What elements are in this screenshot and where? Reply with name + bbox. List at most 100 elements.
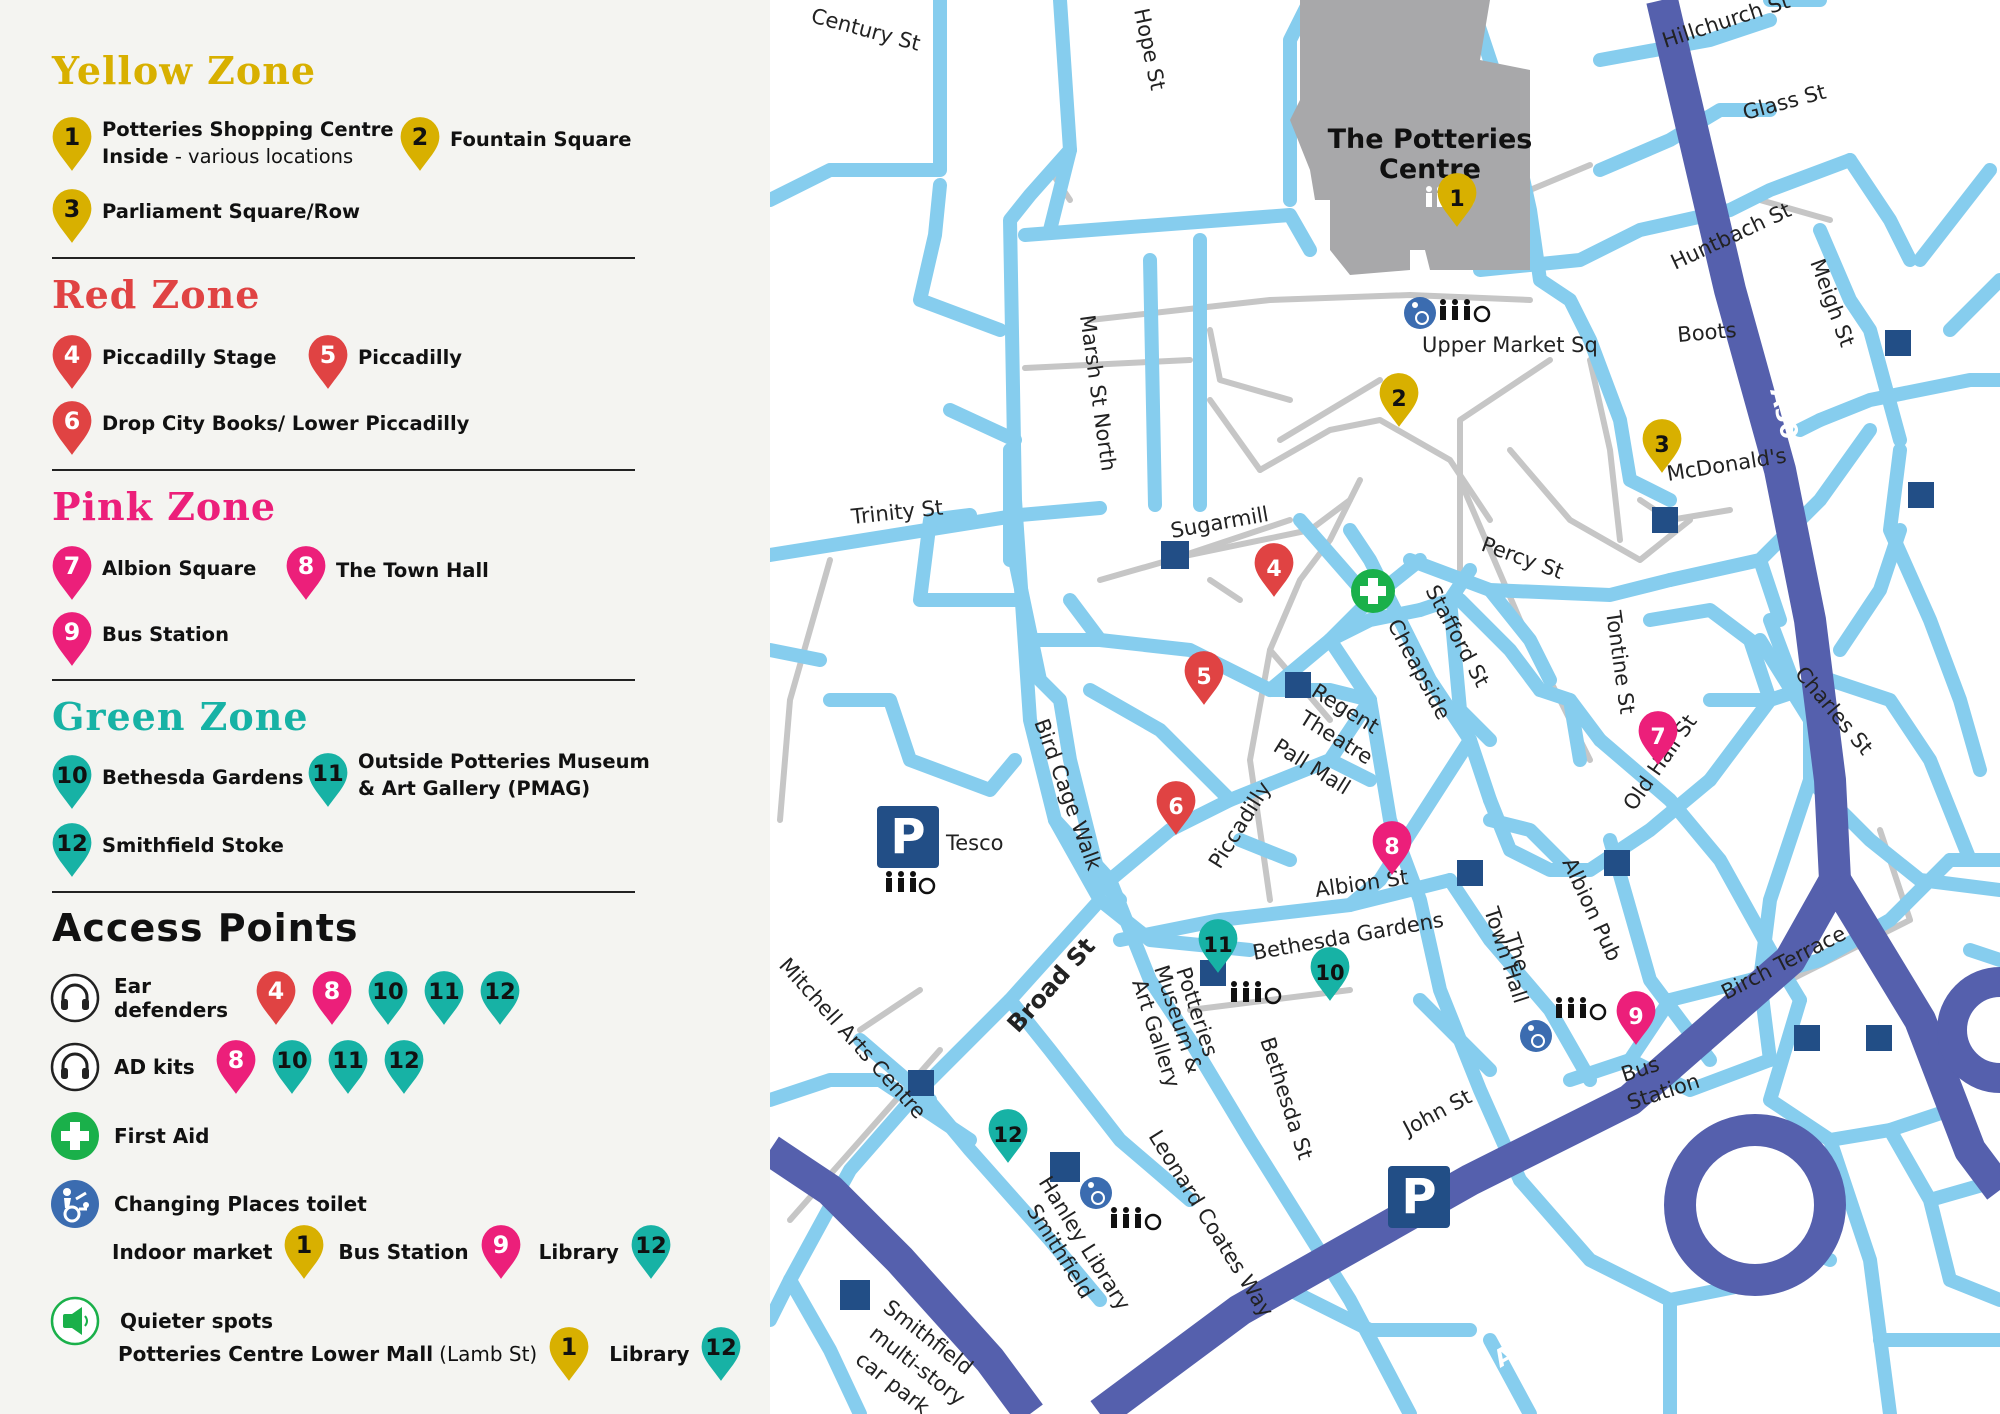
svg-text:12: 12 <box>56 831 87 857</box>
divider <box>52 891 635 893</box>
map-pin-1[interactable]: 1 <box>1437 173 1477 227</box>
parking-tesco: P <box>877 806 939 868</box>
legend-item-8: 8 The Town Hall <box>284 545 489 601</box>
legend-label-outside-pmag-2: & Art Gallery (PMAG) <box>358 777 591 800</box>
svg-text:9: 9 <box>1628 1005 1643 1030</box>
svg-text:P: P <box>890 809 925 865</box>
cp-location-library: Library <box>538 1240 619 1264</box>
changing-places-icon <box>51 1180 99 1228</box>
pin-8-icon: 8 <box>312 971 352 1025</box>
red-zone-title: Red Zone <box>52 272 261 317</box>
map-pin-10[interactable]: 10 <box>1310 947 1350 1001</box>
svg-text:9: 9 <box>492 1231 508 1259</box>
pin-10-icon: 10 <box>368 971 408 1025</box>
pin-4-icon: 4 <box>52 335 92 389</box>
pin-2-icon: 2 <box>400 117 440 171</box>
map-pin-8[interactable]: 8 <box>1372 821 1412 875</box>
divider <box>52 679 635 681</box>
divider <box>52 257 635 259</box>
street-map[interactable]: The Potteries Centre P P <box>770 0 2000 1414</box>
svg-text:5: 5 <box>1196 665 1211 690</box>
legend-label-smithfield-stoke: Smithfield Stoke <box>102 834 284 857</box>
svg-text:5: 5 <box>320 341 336 369</box>
svg-text:1: 1 <box>296 1231 312 1259</box>
legend-item-4: 4 Piccadilly Stage <box>50 334 276 390</box>
svg-text:11: 11 <box>332 1048 363 1074</box>
landmark-squares <box>840 330 1934 1310</box>
svg-text:10: 10 <box>1315 961 1344 985</box>
legend-label-parliament-square: Parliament Square/Row <box>102 200 361 223</box>
map-pin-4[interactable]: 4 <box>1254 543 1294 597</box>
svg-text:12: 12 <box>706 1335 737 1361</box>
svg-text:1: 1 <box>561 1333 577 1361</box>
legend-label-town-hall: The Town Hall <box>336 559 489 582</box>
pin-10-icon: 10 <box>52 755 92 809</box>
legend-label-piccadilly-stage: Piccadilly Stage <box>102 346 277 369</box>
pin-4-icon: 4 <box>256 971 296 1025</box>
access-changing-places: Changing Places toilet <box>50 1179 367 1229</box>
map-pin-5[interactable]: 5 <box>1184 651 1224 705</box>
green-zone-title: Green Zone <box>52 694 309 739</box>
legend-item-7: 7 Albion Square <box>50 545 256 601</box>
svg-text:9: 9 <box>64 618 80 646</box>
map-pin-9[interactable]: 9 <box>1616 991 1656 1045</box>
legend-item-2: 2 Fountain Square <box>398 116 631 172</box>
legend-item-9: 9 Bus Station <box>50 611 229 667</box>
svg-text:8: 8 <box>324 977 340 1005</box>
qs-location-lamb-st: (Lamb St) <box>439 1342 538 1366</box>
svg-text:10: 10 <box>372 979 403 1005</box>
pin-11-icon: 11 <box>424 971 464 1025</box>
legend-label-fountain-square: Fountain Square <box>450 128 632 151</box>
pin-12-icon: 12 <box>52 823 92 877</box>
svg-text:8: 8 <box>228 1046 244 1074</box>
building-name-line1: The Potteries <box>1328 124 1533 155</box>
svg-text:6: 6 <box>1168 795 1183 820</box>
divider <box>52 469 635 471</box>
pink-zone-title: Pink Zone <box>52 484 277 529</box>
svg-text:P: P <box>1401 1169 1436 1225</box>
map-pins: 1 2 3 4 5 6 7 8 9 10 11 12 <box>988 173 1682 1163</box>
map-pin-11[interactable]: 11 <box>1198 919 1238 973</box>
access-points-title: Access Points <box>52 906 359 950</box>
toilet-icon <box>1556 997 1607 1021</box>
access-quieter-spots: Quieter spots <box>50 1296 273 1346</box>
pin-12-icon: 12 <box>702 1327 741 1381</box>
quieter-spots-label: Quieter spots <box>120 1309 274 1333</box>
pin-8-icon: 8 <box>216 1040 256 1094</box>
legend-item-12: 12 Smithfield Stoke <box>50 822 284 878</box>
pin-10-icon: 10 <box>272 1040 312 1094</box>
legend-label-bethesda-gardens: Bethesda Gardens <box>102 766 304 789</box>
legend-item-6: 6 Drop City Books/ Lower Piccadilly <box>50 400 469 456</box>
svg-text:6: 6 <box>64 407 80 435</box>
svg-text:1: 1 <box>64 123 80 151</box>
changing-places-icon <box>1404 297 1436 329</box>
map-pin-2[interactable]: 2 <box>1379 373 1419 427</box>
pin-1-icon: 1 <box>285 1225 324 1279</box>
pin-9-icon: 9 <box>52 612 92 666</box>
svg-text:8: 8 <box>298 552 314 580</box>
map-pin-7[interactable]: 7 <box>1638 711 1678 765</box>
pin-9-icon: 9 <box>481 1225 520 1279</box>
toilet-icon <box>1231 981 1282 1005</box>
map-pin-6[interactable]: 6 <box>1156 781 1196 835</box>
pin-8-icon: 8 <box>286 546 326 600</box>
legend-panel: Yellow Zone 1 Potteries Shopping Centre … <box>0 0 770 1414</box>
toilet-icon <box>1111 1207 1162 1231</box>
map-canvas: The Potteries Centre P P <box>770 0 2000 1414</box>
svg-text:7: 7 <box>1650 725 1665 750</box>
first-aid-cross-icon <box>1351 569 1395 613</box>
legend-label-potteries-centre: Potteries Shopping Centre <box>102 118 394 141</box>
pin-3-icon: 3 <box>52 189 92 243</box>
map-pin-3[interactable]: 3 <box>1642 419 1682 473</box>
access-first-aid: First Aid <box>50 1111 209 1161</box>
first-aid-label: First Aid <box>114 1124 210 1148</box>
svg-text:8: 8 <box>1384 835 1399 860</box>
pin-12-icon: 12 <box>480 971 520 1025</box>
map-pin-12[interactable]: 12 <box>988 1109 1028 1163</box>
ad-kits-label: AD kits <box>114 1055 195 1079</box>
access-ad-kits: AD kits 8 10 11 12 <box>50 1039 426 1095</box>
pin-12-icon: 12 <box>384 1040 424 1094</box>
svg-text:11: 11 <box>312 761 343 787</box>
access-ear-defenders: Ear defenders 4 8 10 11 12 <box>50 970 522 1026</box>
pin-12-icon: 12 <box>631 1225 671 1279</box>
